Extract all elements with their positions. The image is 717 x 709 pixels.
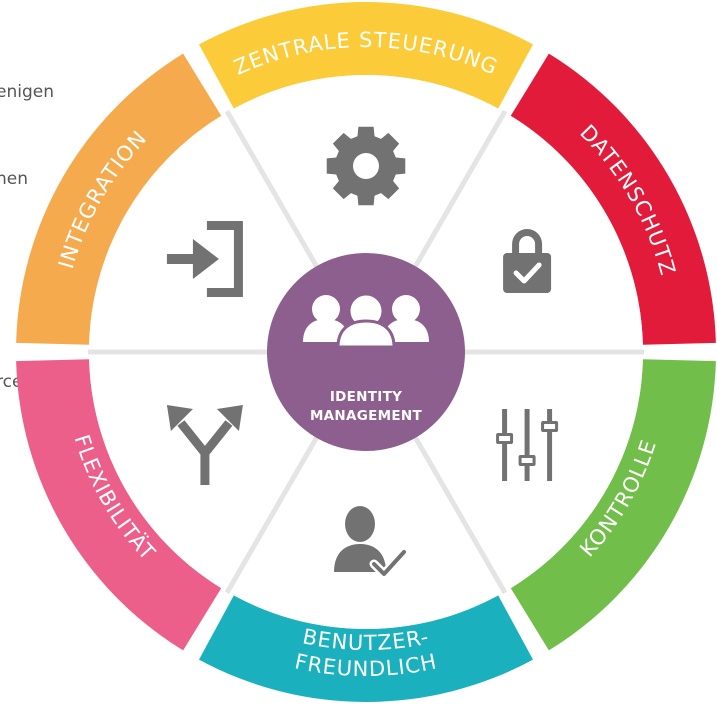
spoke-divider — [411, 109, 508, 271]
ring-segment-zentrale-steuerung — [198, 1, 534, 109]
ring-segment-integration — [16, 53, 222, 345]
padlock-check-icon — [503, 229, 552, 293]
split-arrows-icon — [166, 405, 243, 485]
ring-segment-flexibilitaet — [16, 359, 222, 651]
spoke-divider — [411, 433, 508, 595]
sliders-icon — [496, 409, 559, 481]
ring-segment-benutzerfreundlich — [198, 595, 534, 702]
segment-icons — [166, 126, 559, 579]
background-text: enigen hen rce — [0, 20, 54, 426]
ring — [16, 1, 716, 702]
spokes — [88, 109, 644, 595]
center-label-line1: IDENTITY — [330, 389, 402, 405]
center-hub: IDENTITY MANAGEMENT — [267, 253, 465, 451]
background-text-line: hen — [0, 169, 29, 189]
spoke-divider — [224, 433, 321, 595]
sign-in-icon — [166, 221, 243, 297]
ring-segment-kontrolle — [510, 359, 716, 651]
spoke-divider — [224, 109, 321, 271]
user-check-icon — [334, 506, 409, 579]
center-label-line2: MANAGEMENT — [310, 408, 423, 424]
background-text-line: enigen — [0, 82, 54, 102]
users-group-icon — [303, 292, 429, 349]
background-text-line: rce — [0, 372, 23, 392]
gear-icon — [326, 126, 406, 206]
ring-segment-datenschutz — [510, 53, 716, 345]
